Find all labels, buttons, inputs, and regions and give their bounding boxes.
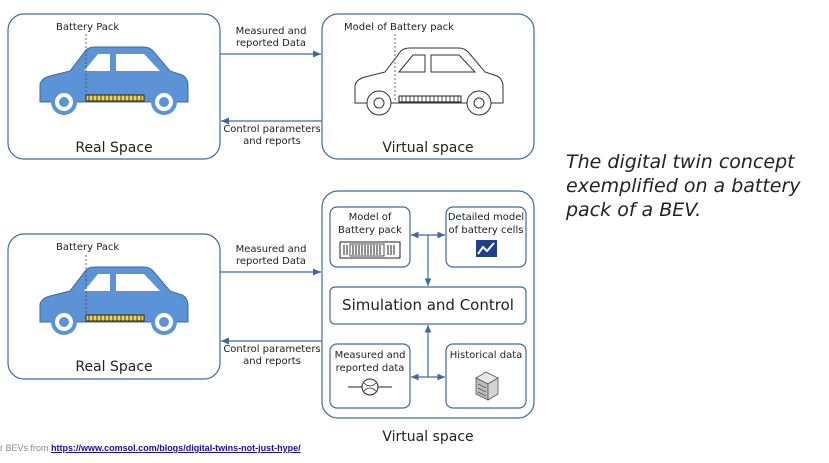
model-battery-label-top: Model of Battery pack xyxy=(344,22,454,33)
battery-pack-bottom-real xyxy=(85,314,145,322)
cells-box-label-1: Detailed model xyxy=(447,212,525,223)
control-label-bottom-2: and reports xyxy=(243,356,301,367)
virtual-space-label-bottom: Virtual space xyxy=(382,429,474,445)
virtual-space-label-top: Virtual space xyxy=(382,140,474,156)
chart-icon xyxy=(476,240,497,257)
measured-label-bottom-1: Measured and xyxy=(235,244,307,255)
battery-pack-label-bottom: Battery Pack xyxy=(56,242,120,253)
control-label-bottom-1: Control parameters xyxy=(223,344,321,355)
battery-pack-label-top: Battery Pack xyxy=(56,22,120,33)
measured-label-top-1: Measured and xyxy=(235,26,307,37)
measured-label-top-2: reported Data xyxy=(235,38,307,49)
measured-box-label-1: Measured and xyxy=(334,350,406,361)
model-battery-box-label-1: Model of xyxy=(348,212,392,223)
source-note: r BEVs from https://www.comsol.com/blogs… xyxy=(0,443,301,454)
control-label-top-1: Control parameters xyxy=(223,124,321,135)
battery-model-top-virtual xyxy=(398,95,462,103)
control-label-top-2: and reports xyxy=(243,136,301,147)
measured-data-box xyxy=(329,343,411,409)
server-icon xyxy=(475,371,499,401)
simulation-control-label: Simulation and Control xyxy=(342,296,514,314)
measured-label-bottom-2: reported Data xyxy=(235,256,307,267)
model-battery-box-label-2: Battery pack xyxy=(338,225,402,236)
real-space-label-bottom: Real Space xyxy=(75,359,153,375)
source-prefix: r BEVs from xyxy=(0,443,52,453)
cells-model-box xyxy=(445,206,527,268)
historical-box-label: Historical data xyxy=(449,350,523,361)
source-link[interactable]: https://www.comsol.com/blogs/digital-twi… xyxy=(51,443,301,453)
caption: The digital twin concept exemplified on … xyxy=(566,151,801,221)
measured-box-label-2: reported data xyxy=(335,363,405,374)
real-space-label-top: Real Space xyxy=(75,140,153,156)
battery-model-icon xyxy=(339,241,401,259)
sensor-icon xyxy=(348,378,392,396)
simulation-control-box xyxy=(329,286,527,325)
battery-pack-top-real xyxy=(85,94,145,102)
cells-box-label-2: of battery cells xyxy=(448,225,524,236)
